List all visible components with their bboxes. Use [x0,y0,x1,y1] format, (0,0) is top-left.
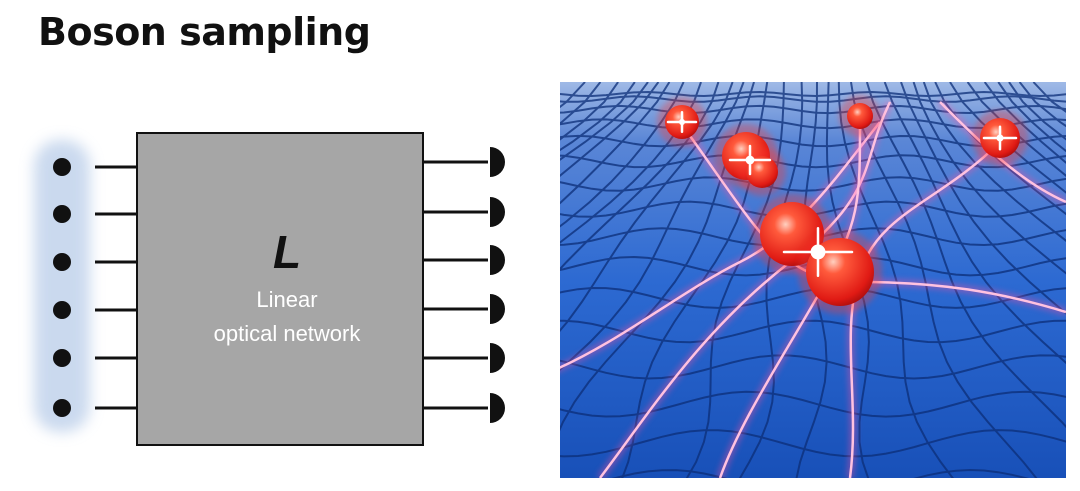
grid-column [966,82,1066,177]
grid-column [560,82,685,228]
input-photons [53,158,137,417]
input-glow [34,140,90,432]
grid-column [560,82,745,371]
grid-row [560,90,1066,98]
page-title: Boson sampling [38,10,371,54]
input-photon-icon [53,253,71,271]
grid-row [611,468,1030,478]
grid-column [983,82,1066,164]
input-photon-icon [53,301,71,319]
detector-icon [490,245,505,275]
sparkle-core [678,118,686,126]
grid-column [865,82,1066,429]
photon-icon [847,103,873,129]
detector-icon [490,393,505,423]
input-photon-icon [53,399,71,417]
grid-column [560,82,702,244]
input-photon-icon [53,158,71,176]
boson-sampling-diagram: L Linear optical network [34,132,505,446]
grid-column [912,82,1066,275]
grid-column [883,82,1066,365]
grid-column [922,82,1066,242]
photonic-chip-illustration [560,82,1066,478]
grid-row [560,429,1066,458]
grid-column [560,82,720,271]
network-symbol: L [273,226,301,278]
detector-icon [490,197,505,227]
grid-column [560,82,660,177]
grid-row [560,354,1066,380]
grid-row [560,176,1066,192]
network-label-line2: optical network [214,321,362,346]
grid-column [685,82,785,478]
output-detectors [423,147,505,423]
grid-row [560,104,1066,115]
detector-icon [490,147,505,177]
photons [657,95,1028,314]
detector-icon [490,294,505,324]
grid-column [560,82,636,152]
sparkle-core [996,134,1004,142]
sparkle-core [745,155,755,165]
input-photon-icon [53,349,71,367]
grid-column [900,82,1066,315]
grid-column [997,82,1066,153]
grid-column [560,82,649,161]
network-label-line1: Linear [256,287,317,312]
sparkle-core [810,244,826,260]
linear-optical-network-box [136,132,424,446]
input-photon-icon [53,205,71,223]
grid-row [560,390,1066,418]
grid-column [560,82,734,333]
grid-column [560,82,671,205]
waveguide-path [560,121,881,369]
detector-icon [490,343,505,373]
photon-icon [746,156,778,188]
